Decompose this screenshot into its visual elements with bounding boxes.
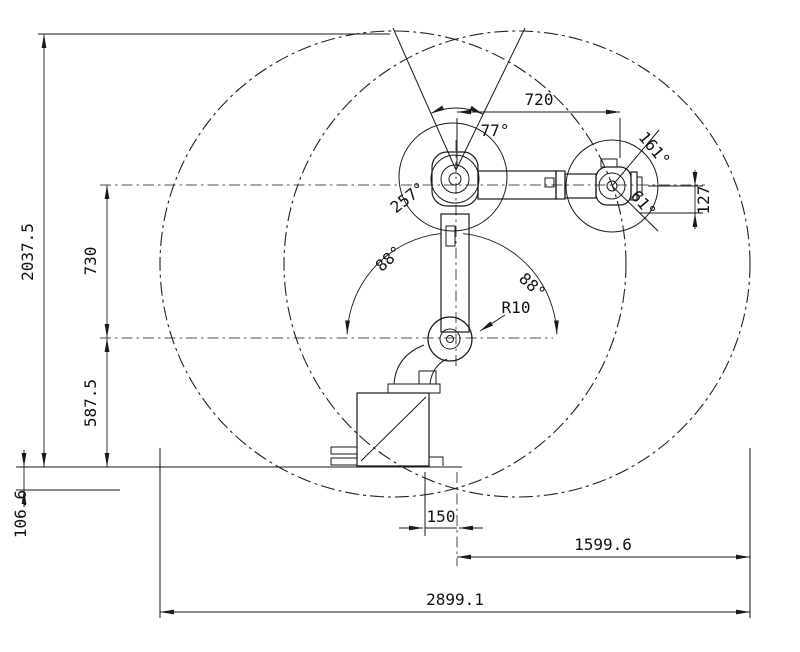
sweep-left-label: 88°: [372, 242, 406, 275]
left-dimensions: 2037.5 730 587.5 106.6: [11, 33, 462, 538]
shoulder-joint-mid: [439, 328, 461, 350]
sweep-arc-left: [345, 233, 442, 335]
flange-tip: [636, 176, 643, 197]
elbow-joint-outer: [430, 154, 480, 204]
dim-shoulder-height-label: 587.5: [81, 379, 100, 427]
envelope-left-circle: [159, 30, 627, 498]
elbow-joint-mid: [440, 164, 470, 194]
top-dimension: 720: [456, 90, 621, 166]
deadzone-wedge: 77°: [392, 27, 526, 171]
deadzone-angle-label: 77°: [481, 121, 510, 140]
dim-right-reach-label: 1599.6: [574, 535, 632, 554]
elbow-housing: [431, 151, 479, 207]
center-lines: [100, 140, 705, 566]
elbow-rotation-label: 257°: [387, 178, 429, 217]
dim-base-offset-label: 150: [427, 507, 456, 526]
dim-overall-width-label: 2899.1: [426, 590, 484, 609]
forearm: [564, 173, 597, 199]
wrist-top-tab: [600, 158, 618, 168]
elbow-joint-center: [448, 172, 462, 186]
base-foot-upper: [330, 446, 358, 455]
wrist-angle-line-lower: [611, 185, 659, 232]
envelope-right-circle: [283, 30, 751, 498]
radius-label: R10: [502, 298, 531, 317]
wrist-bend-label: 61°: [627, 187, 660, 221]
wedge-right-line: [455, 27, 526, 171]
work-envelope: [159, 30, 751, 498]
sweep-arc-right: [462, 233, 559, 335]
base-connector: [418, 370, 437, 385]
deadzone-arc: [430, 105, 484, 115]
dim-wrist-offset-label: 127: [694, 186, 713, 215]
dim-overall-height-label: 2037.5: [18, 223, 37, 281]
base-foot-lower: [330, 457, 358, 466]
dim-upper-arm-label: 730: [81, 247, 100, 276]
column-slot: [445, 225, 456, 247]
turret-link-outer: [393, 344, 425, 385]
dim-top-reach-label: 720: [525, 90, 554, 109]
dim-below-base-label: 106.6: [11, 490, 30, 538]
robot-column: [440, 213, 470, 333]
bottom-dimensions: 150 1599.6 2899.1: [159, 448, 751, 618]
shoulder-sweep: 88° 88° R10: [345, 233, 559, 335]
base-top-plate: [387, 383, 441, 394]
base-right-bracket: [429, 456, 444, 466]
shoulder-joint-center: [446, 335, 454, 343]
radius-leader-line: [479, 314, 506, 332]
base-diagonal-line: [360, 396, 427, 462]
wrist-rotation-label: 161°: [635, 128, 674, 170]
wrist-joint-outer: [598, 172, 626, 200]
wrist-angle-line-upper: [611, 129, 660, 187]
wedge-left-line: [392, 27, 457, 171]
shoulder-joint-outer: [427, 316, 473, 362]
elbow-rotation-circle: [398, 122, 508, 232]
wrist-joint-center: [606, 180, 618, 192]
right-dimension: 127: [640, 170, 713, 229]
robot-manipulator: [330, 151, 643, 467]
arm-detail-block: [544, 177, 555, 188]
